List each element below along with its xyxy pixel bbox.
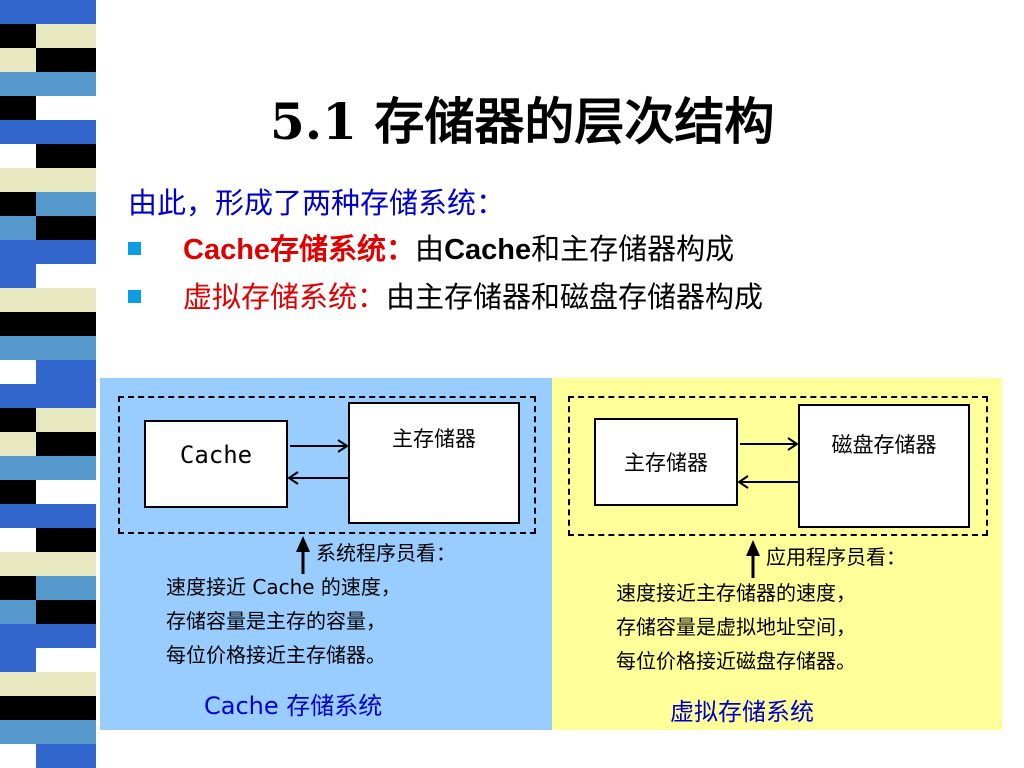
- decorative-sidebar: [0, 0, 96, 768]
- sidebar-stripe: [36, 456, 96, 480]
- sidebar-edge-block: [0, 288, 36, 312]
- sidebar-stripe: [36, 384, 96, 408]
- sidebar-edge-block: [0, 216, 36, 240]
- virtual-desc: 由主存储器和磁盘存储器构成: [386, 280, 764, 314]
- sidebar-stripe: [36, 72, 96, 96]
- sidebar-edge-block: [0, 240, 36, 264]
- sidebar-stripe: [36, 288, 96, 312]
- sidebar-stripe: [36, 480, 96, 504]
- cache-note-1: 速度接近 Cache 的速度，: [166, 575, 401, 599]
- sidebar-stripe: [36, 552, 96, 576]
- sidebar-edge-block: [0, 408, 36, 432]
- sidebar-edge-block: [0, 264, 36, 288]
- virtual-note-1: 速度接近主存储器的速度，: [616, 581, 856, 605]
- sidebar-edge-block: [0, 552, 36, 576]
- sidebar-edge-block: [0, 648, 36, 672]
- virtual-note-2: 存储容量是虚拟地址空间，: [616, 615, 856, 639]
- sidebar-stripe: [36, 696, 96, 720]
- sidebar-edge-block: [0, 144, 36, 168]
- sidebar-edge-block: [0, 0, 36, 24]
- sidebar-stripe: [36, 672, 96, 696]
- sidebar-edge-block: [0, 528, 36, 552]
- sidebar-edge-block: [0, 672, 36, 696]
- cache-arrows: [287, 439, 349, 574]
- sidebar-edge-block: [0, 72, 36, 96]
- sidebar-stripe: [36, 168, 96, 192]
- cache-system-panel: Cache 主存储器 系统程序员看： 速度接近 Cache 的速度， 存储容量是…: [100, 378, 552, 730]
- sidebar-edge-block: [0, 696, 36, 720]
- cache-desc-prefix: 由: [415, 232, 445, 266]
- sidebar-edge-block: [0, 360, 36, 384]
- sidebar-stripe: [36, 144, 96, 168]
- cache-box: Cache: [144, 420, 288, 508]
- sidebar-edge-block: [0, 312, 36, 336]
- sidebar-stripe: [36, 336, 96, 360]
- bullet-virtual-system: 虚拟存储系统：由主存储器和磁盘存储器构成: [128, 274, 763, 316]
- virtual-note-3: 每位价格接近磁盘存储器。: [616, 649, 856, 673]
- sidebar-edge-block: [0, 432, 36, 456]
- sidebar-stripe: [36, 216, 96, 240]
- cache-note-2: 存储容量是主存的容量，: [166, 609, 386, 633]
- virtual-system-boundary: [568, 396, 988, 536]
- virtual-system-panel: 主存储器 磁盘存储器 应用程序员看： 速度接近主存储器的速度， 存储容量是虚拟地…: [552, 378, 1002, 730]
- intro-line: 由此，形成了两种存储系统：: [128, 186, 506, 220]
- virtual-caption: 虚拟存储系统: [670, 698, 814, 726]
- cache-term: Cache存储系统：: [183, 234, 416, 266]
- sidebar-stripe: [36, 240, 96, 264]
- sidebar-edge-block: [0, 192, 36, 216]
- sidebar-stripe: [36, 624, 96, 648]
- sidebar-edge-block: [0, 624, 36, 648]
- sidebar-stripe: [36, 600, 96, 624]
- square-bullet-icon: [128, 241, 141, 255]
- cache-caption: Cache 存储系统: [204, 692, 383, 720]
- sidebar-stripe: [36, 432, 96, 456]
- sidebar-stripe: [36, 576, 96, 600]
- sidebar-edge-block: [0, 744, 36, 768]
- sidebar-stripe: [36, 120, 96, 144]
- virtual-main-memory-box: 主存储器: [594, 418, 738, 506]
- cache-system-boundary: [118, 396, 536, 534]
- slide-title: 5.1 存储器的层次结构: [270, 92, 775, 151]
- sidebar-stripe: [36, 648, 96, 672]
- sidebar-stripe: [36, 528, 96, 552]
- sidebar-edge-block: [0, 600, 36, 624]
- sidebar-edge-block: [0, 480, 36, 504]
- bullet-cache-system: Cache存储系统：由Cache和主存储器构成: [128, 226, 734, 268]
- sidebar-stripe: [36, 720, 96, 744]
- sidebar-stripe: [36, 0, 96, 24]
- cache-desc-latin: Cache: [444, 234, 532, 266]
- sidebar-stripe: [36, 192, 96, 216]
- sidebar-edge-block: [0, 336, 36, 360]
- cache-desc-suffix: 和主存储器构成: [531, 232, 735, 266]
- cache-viewer: 系统程序员看：: [316, 541, 456, 565]
- sidebar-edge-block: [0, 576, 36, 600]
- virtual-viewer: 应用程序员看：: [766, 545, 906, 569]
- sidebar-edge-block: [0, 504, 36, 528]
- sidebar-stripe: [36, 24, 96, 48]
- sidebar-edge-block: [0, 96, 36, 120]
- sidebar-stripe: [36, 312, 96, 336]
- virtual-arrows: [737, 437, 799, 578]
- sidebar-stripe: [36, 48, 96, 72]
- disk-memory-box: 磁盘存储器: [798, 404, 970, 528]
- sidebar-edge-block: [0, 384, 36, 408]
- sidebar-stripe: [36, 744, 96, 768]
- cache-note-3: 每位价格接近主存储器。: [166, 643, 386, 667]
- sidebar-stripe: [36, 264, 96, 288]
- sidebar-stripe: [36, 504, 96, 528]
- sidebar-stripe: [36, 360, 96, 384]
- sidebar-edge-block: [0, 456, 36, 480]
- sidebar-edge-block: [0, 168, 36, 192]
- virtual-term: 虚拟存储系统：: [183, 280, 387, 314]
- sidebar-edge-block: [0, 24, 36, 48]
- square-bullet-icon: [128, 289, 141, 303]
- sidebar-stripe: [36, 96, 96, 120]
- sidebar-edge-block: [0, 120, 36, 144]
- sidebar-edge-block: [0, 48, 36, 72]
- sidebar-stripe: [36, 408, 96, 432]
- main-memory-box: 主存储器: [348, 402, 520, 524]
- sidebar-edge-block: [0, 720, 36, 744]
